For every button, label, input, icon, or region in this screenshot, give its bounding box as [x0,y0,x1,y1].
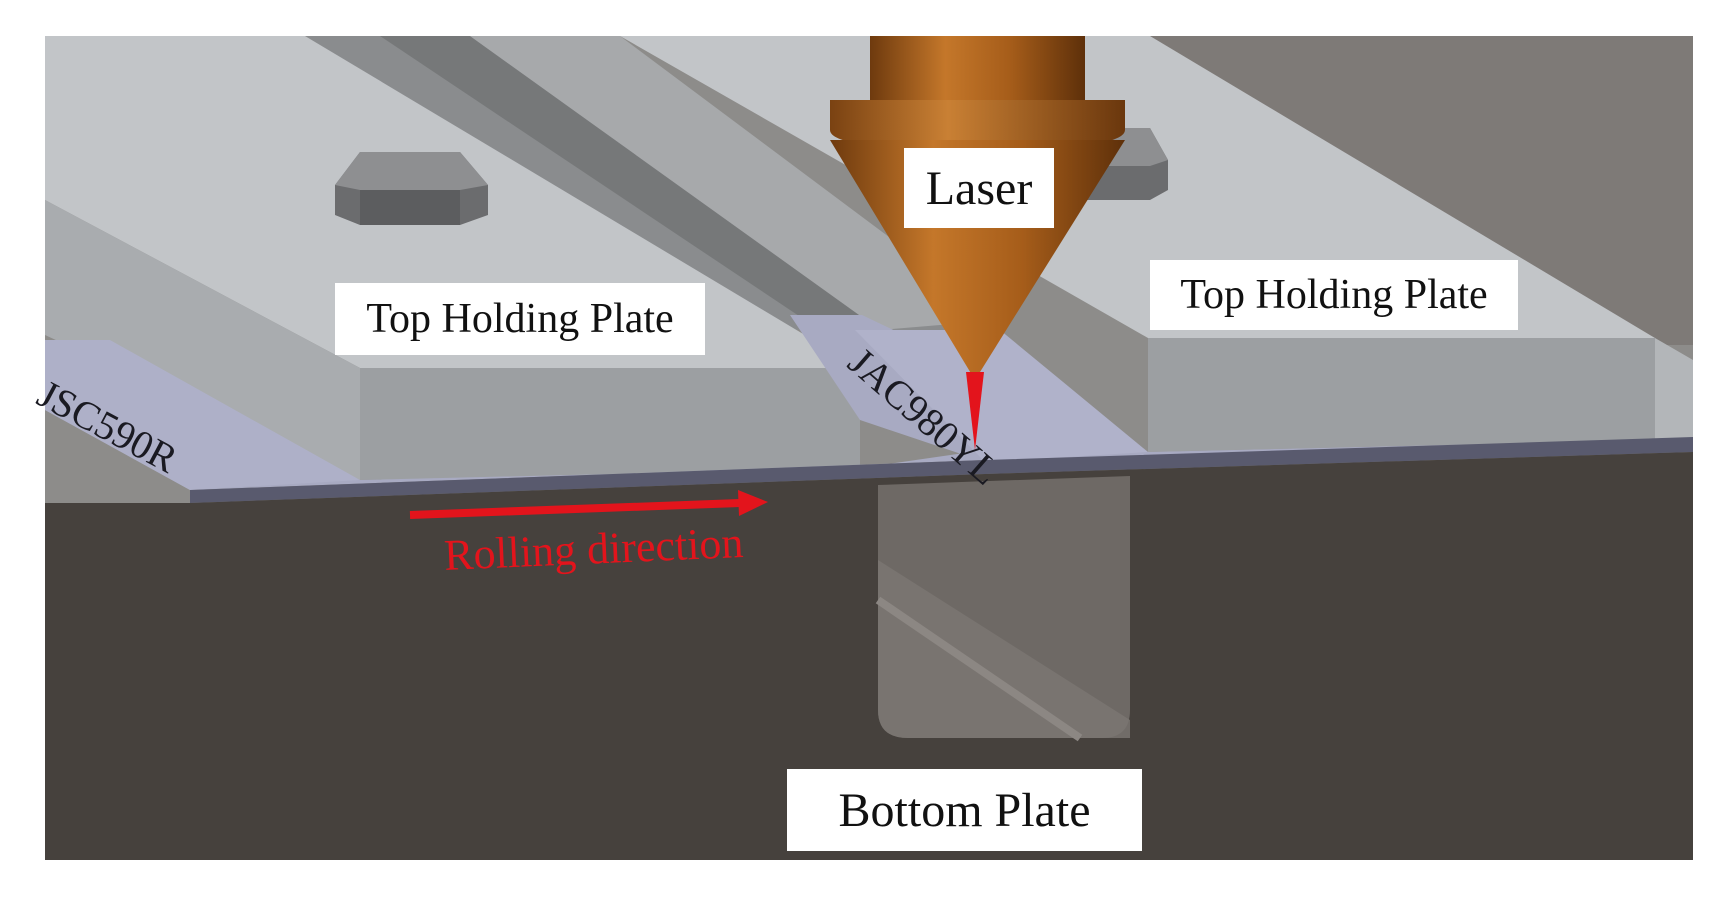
laser-collar [830,100,1125,150]
arrow-right-icon [409,490,768,519]
laser-head [830,36,1125,450]
frame-right [1693,0,1718,901]
bottom-plate-label: Bottom Plate [787,769,1142,851]
sheet-edge-line [190,437,1693,503]
top-holding-plate-left-side [45,200,360,480]
far-rail-right [1150,36,1693,345]
center-groove-light [470,36,1000,330]
top-holding-plate-right-label: Top Holding Plate [1150,260,1518,330]
top-holding-plate-right-edge [1655,338,1693,440]
frame-left [0,0,45,901]
top-holding-plate-right-front [1148,338,1655,452]
frame-bottom [0,860,1718,901]
bottom-plate [45,452,1693,860]
top-holding-plate-left-label: Top Holding Plate [335,283,705,355]
center-groove-dark [380,36,880,330]
hex-bolt-icon [335,152,488,225]
sheet-jsc590r-left [45,340,360,490]
frame-top [0,0,1718,36]
laser-label: Laser [904,148,1054,228]
sheet-jac980yl-strip [855,330,1148,462]
bottom-plate-slot-shadow [878,560,1130,738]
top-holding-plate-left-front [360,368,860,480]
bottom-plate-slot-groove [875,596,1083,742]
laser-beam [966,372,984,450]
